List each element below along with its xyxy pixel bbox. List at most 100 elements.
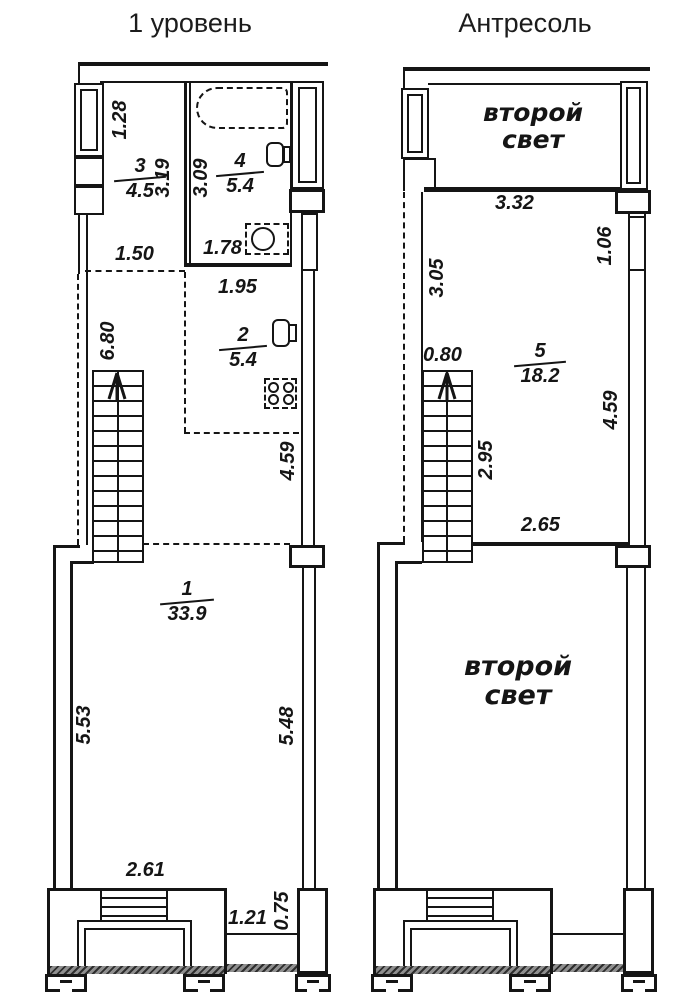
l-bay-window-right (166, 888, 168, 921)
r-footing-2 (509, 974, 551, 992)
r-window-2-icon (628, 216, 646, 271)
r-void-wall (424, 187, 624, 192)
r-bay-inner-left (403, 920, 405, 974)
l-right-wall-lower-1 (302, 568, 304, 888)
r-bay-window-left (426, 888, 428, 921)
r-right-wall-upper-2 (644, 214, 646, 545)
dim-room3-bottom: 1.50 (115, 243, 154, 265)
r-balcony-line (553, 933, 623, 935)
dim-void-width: 3.32 (495, 192, 534, 214)
r-bay-window-right (492, 888, 494, 921)
l-shaft-mid (301, 213, 318, 271)
l-wall-step (53, 545, 80, 548)
r-column (623, 888, 654, 974)
r-footing-1 (371, 974, 413, 992)
l-right-wall-upper-1 (301, 271, 303, 545)
l-bay-inner-left-2 (84, 928, 86, 974)
void-label-top: второй свет (482, 98, 584, 154)
room4-area: 5.4 (226, 175, 254, 197)
stove-burner-icon (268, 382, 279, 393)
l-column (297, 888, 328, 974)
l-footing-3 (295, 974, 331, 992)
room2-number: 2 (237, 324, 249, 346)
r-bay-inner-right-2 (509, 928, 511, 974)
l-bay-window-line-1 (102, 897, 166, 899)
r-wall-step (377, 542, 405, 545)
r-left-wall-dashed (403, 192, 405, 542)
l-footing-1 (45, 974, 87, 992)
stove-burner-icon (283, 394, 294, 405)
bath-sink-tap-icon (283, 146, 291, 163)
l-bay-inner-right-2 (183, 928, 185, 974)
l-bay-window-line-3 (102, 915, 166, 917)
l-bay-inner-left (77, 920, 79, 974)
l-wall-pier-1 (74, 157, 104, 186)
l-shaft-top-inner (298, 87, 317, 183)
l-bay-inner-top (77, 920, 192, 922)
l-bay-inner-right (190, 920, 192, 974)
l-wall-room3-room4 (184, 81, 187, 267)
room5-label: 5 18.2 (512, 341, 568, 387)
l-bay-window-left (100, 888, 102, 921)
l-right-wall-lower-2 (314, 568, 316, 888)
l-staircase-divider (117, 370, 119, 563)
l-wall-step-inner (70, 561, 94, 564)
r-bay-inner-top (403, 920, 518, 922)
dim-left-height: 3.05 (425, 258, 448, 298)
stove-burner-icon (268, 394, 279, 405)
l-stairs-up-arrow-icon (107, 372, 127, 402)
dim-room5-height: 4.59 (599, 390, 622, 430)
dim-balcony-width: 1.21 (228, 907, 267, 929)
r-top-inner-line (428, 83, 622, 85)
room4-label: 4 5.4 (214, 151, 266, 197)
l-window-inner (80, 89, 98, 151)
r-stairs-up-arrow-icon (437, 372, 457, 402)
l-sill-hatch-2 (227, 964, 297, 972)
l-room3-top-line (100, 81, 190, 83)
r-left-wall-lower-outer (377, 542, 380, 888)
dim-right-window: 1.06 (593, 226, 616, 266)
dim-kitchen-height: 4.59 (276, 441, 299, 481)
r-footing-3 (621, 974, 657, 992)
r-wall-block (615, 190, 651, 214)
r-bay-inner-top-2 (410, 928, 511, 930)
l-right-wall-upper-2 (313, 271, 315, 545)
bathtub-icon (196, 87, 288, 129)
dim-room1-left: 5.53 (72, 705, 95, 745)
l-balcony-line (227, 933, 297, 935)
r-bay-walls (373, 888, 553, 974)
l-left-wall-inner (86, 215, 88, 545)
r-top-wall (403, 67, 650, 71)
r-sill-hatch-2 (553, 964, 623, 972)
room1-area: 33.9 (167, 603, 207, 625)
room2-area: 5.4 (229, 349, 257, 371)
kitchen-sink-tap-icon (288, 324, 297, 342)
r-wall-step-inner (395, 561, 422, 564)
r-window-block-inner (626, 87, 641, 184)
r-wall-notch-h (403, 158, 436, 160)
toilet-bowl-icon (251, 227, 275, 251)
dim-bay-width: 2.61 (126, 859, 165, 881)
dim-room4-width: 3.09 (189, 158, 212, 198)
room1-label: 1 33.9 (158, 579, 216, 625)
r-pilaster (615, 545, 651, 568)
room5-area: 18.2 (520, 365, 560, 387)
dim-balcony-depth: 0.75 (270, 891, 293, 931)
l-kitchen-dashed-bottom (184, 432, 299, 434)
r-bay-window-line-3 (428, 915, 492, 917)
dim-room1-right: 5.48 (275, 706, 298, 746)
room4-number: 4 (234, 150, 246, 172)
dim-stairs-width: 0.80 (423, 344, 462, 366)
room3-area: 4.5 (126, 180, 154, 202)
r-bay-window-line-1 (428, 897, 492, 899)
l-bathroom-bottom-wall (185, 263, 292, 267)
stove-burner-icon (283, 382, 294, 393)
l-bay-window-line-2 (102, 906, 166, 908)
dim-window-width: 1.28 (108, 100, 131, 140)
r-wall-notch-v (434, 158, 436, 189)
r-right-wall-lower-2 (644, 568, 646, 888)
dim-stairs-height: 6.80 (96, 321, 119, 361)
r-staircase-divider (446, 370, 448, 563)
r-sill-hatch (376, 966, 550, 974)
